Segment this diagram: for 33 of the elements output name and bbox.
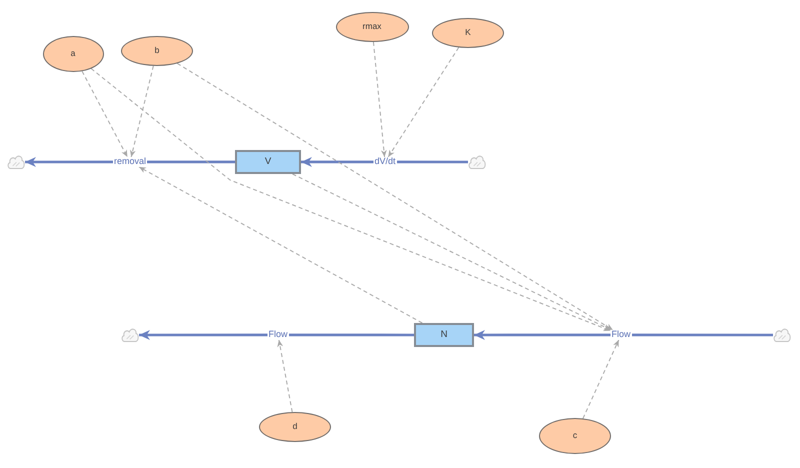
variable-label: rmax (362, 22, 382, 32)
stock-label: N (440, 330, 448, 340)
flow-line (147, 160, 235, 164)
flow-arrow (301, 156, 374, 167)
link-arrow (292, 174, 612, 330)
link-arrow (388, 47, 460, 158)
stock-label: V (264, 156, 272, 168)
variable-ellipse (42, 36, 104, 72)
flow-arrow (139, 330, 268, 340)
variable-label: a (70, 49, 76, 59)
flow-label: dV/dt (374, 157, 397, 167)
flow-label: removal (113, 157, 148, 167)
stock-box (235, 150, 301, 174)
variable-label: c (572, 431, 578, 441)
flow-line (288, 334, 414, 336)
flow-line (632, 334, 773, 336)
variable-label: b (154, 46, 160, 56)
flow-arrow (474, 330, 610, 340)
link-arrow (176, 62, 614, 330)
flow-label: Flow (268, 330, 289, 340)
link-arrow (372, 42, 387, 158)
stock-box (414, 323, 474, 347)
link-arrow (138, 166, 423, 324)
link-arrow (277, 339, 293, 413)
link-arrow (82, 70, 128, 158)
flow-arrow (25, 157, 113, 167)
variable-label: d (292, 422, 298, 432)
link-arrow (130, 65, 154, 158)
link-arrow (582, 339, 620, 419)
flow-label: Flow (610, 330, 632, 340)
variable-label: K (465, 28, 471, 38)
flow-line (396, 160, 468, 164)
link-arrow (90, 68, 611, 332)
